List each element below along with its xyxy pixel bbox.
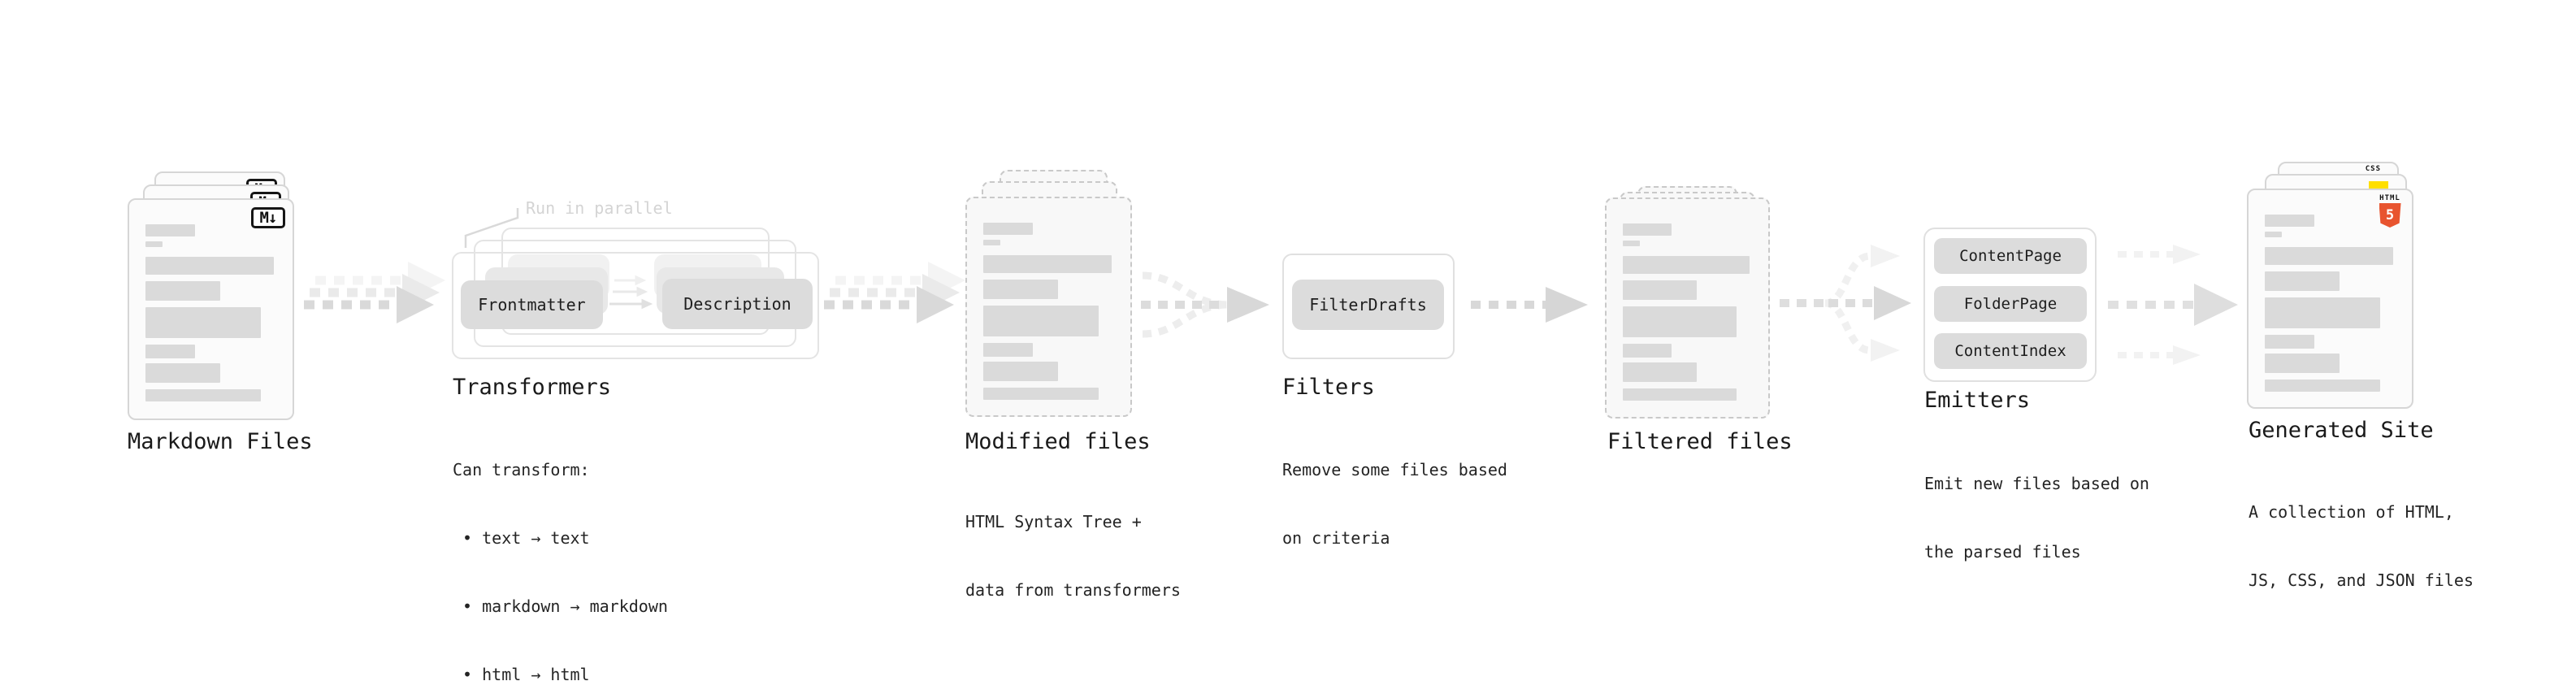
document-text-placeholder [1623, 223, 1752, 401]
desc-line: • markdown → markdown [453, 596, 668, 616]
desc-line: Remove some files based [1282, 460, 1507, 479]
fanout-arrow-icon [1780, 245, 1911, 362]
contentindex-pill: ContentIndex [1934, 333, 2087, 369]
text-bar [2265, 297, 2380, 328]
parallel-arrow-icon [304, 262, 445, 323]
folderpage-pill: FolderPage [1934, 286, 2087, 322]
text-bar [983, 240, 1000, 245]
dashed-arrow-icon [1471, 287, 1588, 323]
filtered-files-stack [1605, 186, 1770, 419]
document-text-placeholder [2265, 215, 2396, 392]
document-text-placeholder [983, 223, 1114, 400]
text-bar [2265, 380, 2380, 392]
generated-site-stack: CSS HTML 5 [2247, 162, 2413, 409]
filtered-files-label: Filtered files [1607, 429, 1793, 454]
text-bar [983, 306, 1099, 336]
generated-file-card-front: HTML 5 [2247, 189, 2413, 409]
filters-description: Remove some files based on criteria [1282, 413, 1507, 595]
text-bar [145, 224, 196, 236]
desc-line: the parsed files [1924, 542, 2081, 562]
desc-line: on criteria [1282, 528, 1390, 548]
text-bar [145, 241, 163, 247]
transformers-label: Transformers [453, 375, 612, 400]
desc-line: data from transformers [965, 580, 1181, 600]
text-bar [983, 362, 1058, 381]
text-bar [145, 345, 196, 358]
generated-site-description: A collection of HTML, JS, CSS, and JSON … [2249, 455, 2474, 637]
text-bar [145, 363, 220, 383]
markdown-logo-icon: M↓ [251, 207, 285, 228]
text-bar [145, 307, 261, 338]
text-bar [145, 257, 274, 275]
text-bar [983, 223, 1034, 235]
pill-flow-arrows-icon [609, 275, 653, 310]
parallel-arrow-icon [824, 262, 965, 323]
run-in-parallel-annotation: Run in parallel [526, 198, 673, 218]
text-bar [2265, 215, 2315, 227]
text-bar [1623, 362, 1697, 382]
text-bar [1623, 306, 1737, 337]
desc-line: Can transform: [453, 460, 590, 479]
html5-logo-icon: HTML 5 [2378, 195, 2402, 228]
html5-logo-shield: 5 [2379, 203, 2401, 228]
modified-file-card-front [965, 197, 1132, 417]
filtered-file-card-front [1605, 197, 1770, 419]
desc-line: Emit new files based on [1924, 474, 2149, 493]
markdown-files-label: Markdown Files [128, 429, 313, 454]
text-bar [983, 255, 1112, 273]
text-bar [1623, 256, 1750, 274]
js-logo-icon [2369, 181, 2388, 189]
document-text-placeholder [145, 224, 276, 401]
css-logo-text: CSS [2365, 165, 2381, 173]
annotation-leader-line [464, 208, 519, 248]
text-bar [983, 343, 1034, 357]
filterdrafts-pill: FilterDrafts [1292, 280, 1444, 330]
desc-line: A collection of HTML, [2249, 502, 2454, 522]
emitters-description: Emit new files based on the parsed files [1924, 427, 2149, 609]
text-bar [2265, 354, 2340, 373]
desc-line: JS, CSS, and JSON files [2249, 570, 2474, 590]
markdown-file-card-front: M↓ [128, 198, 294, 420]
text-bar [2265, 232, 2282, 237]
modified-files-label: Modified files [965, 429, 1151, 454]
transformers-description: Can transform: • text → text • markdown … [453, 413, 668, 681]
text-bar [2265, 335, 2315, 349]
contentpage-pill: ContentPage [1934, 238, 2087, 274]
text-bar [1623, 344, 1672, 358]
description-pill: Description [662, 279, 813, 329]
html5-logo-text: HTML [2379, 194, 2400, 202]
generated-site-label: Generated Site [2249, 418, 2434, 443]
text-bar [1623, 388, 1737, 401]
frontmatter-pill: Frontmatter [461, 280, 603, 329]
desc-line: HTML Syntax Tree + [965, 512, 1142, 531]
modified-files-description: HTML Syntax Tree + data from transformer… [965, 465, 1181, 647]
text-bar [145, 389, 261, 401]
desc-line: • html → html [453, 665, 590, 681]
text-bar [983, 388, 1099, 400]
transformer-run-box-front [452, 252, 819, 359]
text-bar [1623, 280, 1697, 300]
text-bar [2265, 247, 2393, 265]
merge-arrow-icon [1141, 271, 1269, 338]
text-bar [1623, 241, 1640, 246]
text-bar [983, 280, 1058, 299]
filters-label: Filters [1282, 375, 1375, 400]
triple-dashed-arrow-icon [2108, 245, 2238, 365]
modified-files-stack [965, 170, 1132, 417]
text-bar [2265, 271, 2340, 291]
emitters-label: Emitters [1924, 388, 2031, 413]
text-bar [1623, 223, 1672, 236]
desc-line: • text → text [453, 528, 590, 548]
markdown-files-stack: M↓ M↓ M↓ [128, 171, 294, 420]
text-bar [145, 281, 220, 301]
